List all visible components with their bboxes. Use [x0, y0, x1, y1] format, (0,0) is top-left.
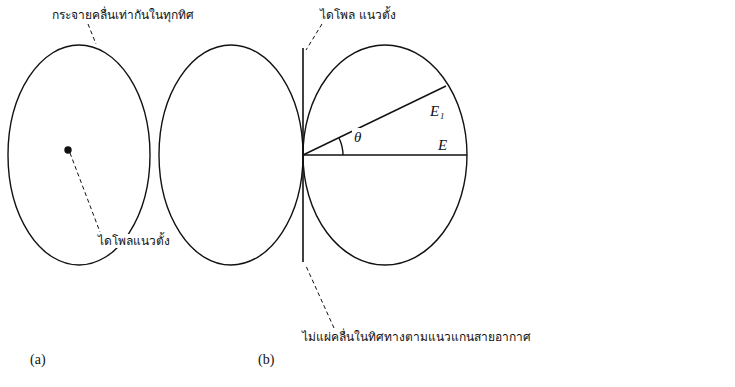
annotation-label: กระจายคลื่นเท่ากันในทุกทิศ [50, 8, 196, 22]
leader-line [88, 24, 96, 44]
figure-caption: (a) [28, 352, 48, 369]
isotropic-pattern [8, 45, 150, 265]
annotation-label: ไดโพลแนวตั้ง [96, 234, 172, 248]
leader-line [306, 24, 322, 50]
annotation-label: ไม่แผ่คลื่นในทิศทางตามแนวแกนสายอากาศ [300, 330, 533, 344]
symbol-label: θ [352, 128, 363, 146]
e1-line [303, 86, 446, 155]
left-lobe [159, 45, 303, 265]
dipole-dot [65, 147, 71, 153]
symbol-label: E [436, 136, 449, 154]
symbol-label: E₁ [428, 102, 446, 120]
annotation-label: ไดโพล แนวตั้ง [318, 8, 398, 22]
leader-line [70, 153, 100, 232]
right-lobe [303, 45, 467, 265]
leader-line [306, 266, 334, 328]
figure-caption: (b) [256, 352, 276, 369]
e-axis [303, 154, 467, 155]
theta-arc [339, 138, 343, 155]
